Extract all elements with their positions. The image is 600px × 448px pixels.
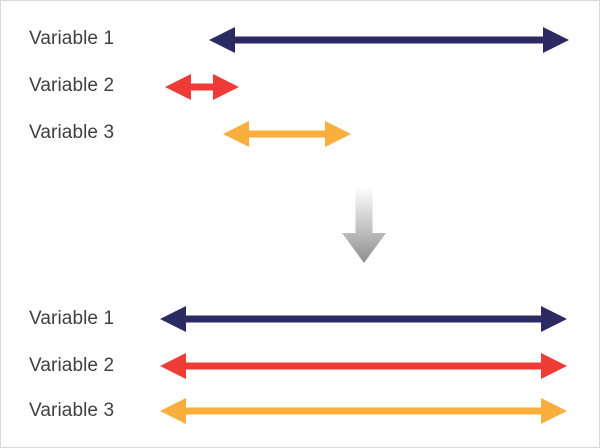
- arrow-shape: [160, 306, 567, 332]
- down-arrow-shape: [342, 187, 386, 263]
- bottom-row-2-label: Variable 2: [29, 355, 115, 376]
- top-row-3-label: Variable 3: [29, 122, 115, 143]
- top-row-3-arrow-orange: [223, 121, 351, 147]
- arrow-shape: [209, 27, 569, 53]
- bottom-row-1-label: Variable 1: [29, 308, 115, 329]
- arrow-shape: [160, 398, 567, 424]
- arrow-shape: [165, 74, 239, 100]
- top-row-2-label: Variable 2: [29, 75, 115, 96]
- bottom-row-3-label: Variable 3: [29, 400, 115, 421]
- down-arrow-gradient-icon: [342, 187, 386, 263]
- top-row-1-label: Variable 1: [29, 28, 115, 49]
- top-row-2-arrow-red: [165, 74, 239, 100]
- arrow-shape: [160, 353, 567, 379]
- bottom-row-3-arrow-orange: [160, 398, 567, 424]
- bottom-row-2-arrow-red: [160, 353, 567, 379]
- top-row-1-arrow-navy: [209, 27, 569, 53]
- bottom-row-1-arrow-navy: [160, 306, 567, 332]
- arrow-shape: [223, 121, 351, 147]
